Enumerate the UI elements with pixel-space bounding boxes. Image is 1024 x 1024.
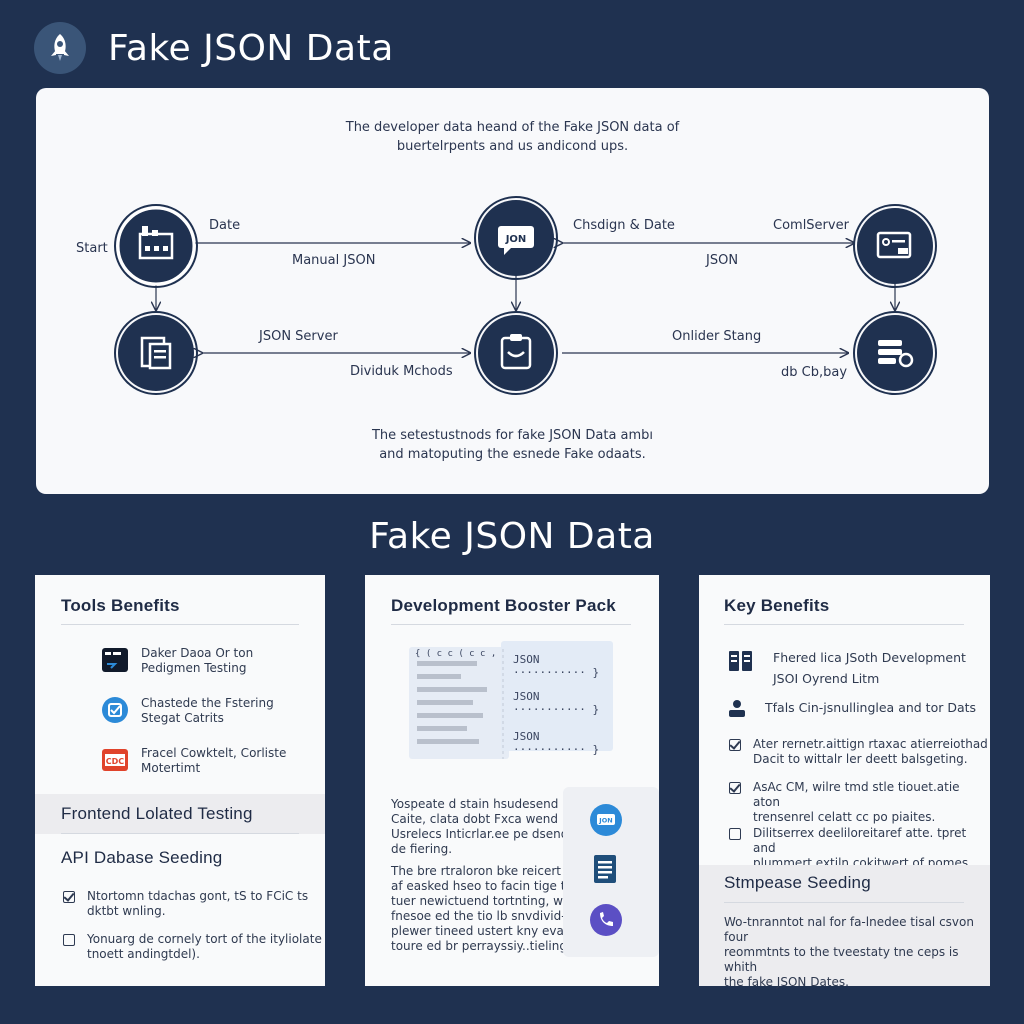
tool-line: Stegat Catrits: [141, 711, 224, 725]
factory-icon: [114, 204, 198, 288]
section-title: Fake JSON Data: [369, 516, 655, 557]
label-json: JSON: [706, 253, 739, 268]
divider: [724, 902, 964, 903]
document-stack-icon: [114, 311, 198, 395]
svg-text:JON: JON: [505, 234, 527, 245]
label-start: Start: [76, 241, 108, 256]
servers-icon: [727, 647, 755, 675]
clipboard-icon: [474, 311, 558, 395]
checkbox[interactable]: [729, 828, 741, 840]
checkbox[interactable]: [63, 934, 75, 946]
divider: [724, 624, 964, 625]
svg-text:CDC: CDC: [106, 757, 125, 766]
label-chsdign-date: Chsdign & Date: [573, 218, 675, 233]
document-icon[interactable]: [589, 853, 623, 887]
check-item[interactable]: Yonuarg de cornely tort of the ityliolat…: [63, 932, 322, 962]
app-title: Fake JSON Data: [108, 27, 394, 69]
development-booster-card: Development Booster Pack { ( c c ( c c ,…: [365, 575, 659, 986]
band-title: Frontend Lolated Testing: [61, 804, 253, 823]
json-chat-icon[interactable]: JON: [589, 803, 623, 837]
check-item[interactable]: Ater rernetr.aittign rtaxac atierreiotha…: [729, 737, 988, 767]
benefit-item[interactable]: Fhered lica JSoth Development JSOI Oyren…: [727, 647, 966, 689]
json-row: JSON ··········· }: [513, 730, 600, 756]
divider: [61, 624, 299, 625]
tool-line: Pedigmen Testing: [141, 661, 247, 675]
divider: [61, 833, 299, 834]
json-row: JSON ··········· }: [513, 690, 600, 716]
checkbox[interactable]: [729, 782, 741, 794]
svg-text:JON: JON: [598, 817, 612, 825]
benefit-item[interactable]: Tfals Cin-jsnullinglea and tor Dats: [727, 698, 976, 718]
tool-line: Fracel Cowktelt, Corliste: [141, 746, 287, 760]
highlight-band: [35, 794, 325, 834]
description-paragraph: Yospeate d stain hsudesend Caite, clata …: [391, 797, 573, 856]
divider: [391, 624, 631, 625]
highlight-band: [699, 865, 990, 986]
tool-line: Chastede the Fstering: [141, 696, 274, 710]
phone-icon[interactable]: [589, 903, 623, 937]
database-gear-icon: [853, 311, 937, 395]
label-dividuk-mchods: Dividuk Mchods: [350, 364, 453, 379]
tool-line: Motertimt: [141, 761, 201, 775]
check-item[interactable]: AsAc CM, wilre tmd stle tiouet.atie aton…: [729, 780, 990, 825]
tool-item[interactable]: Daker Daoa Or ton Pedigmen Testing: [101, 646, 253, 676]
check-item[interactable]: Ntortomn tdachas gont, tS to FCiC ts dkt…: [63, 889, 308, 919]
tools-benefits-card: Tools Benefits Daker Daoa Or ton Pedigme…: [35, 575, 325, 986]
flow-diagram: JON: [114, 196, 937, 395]
label-date: Date: [209, 218, 241, 233]
label-db-cbay: db Cb,bay: [781, 365, 848, 380]
code-icon: CDC: [101, 746, 129, 774]
checkbox[interactable]: [63, 891, 75, 903]
key-benefits-card: Key Benefits Fhered lica JSoth Developme…: [699, 575, 990, 989]
rocket-icon: [34, 22, 86, 74]
flow-intro-text: The developer data heand of the Fake JSO…: [345, 120, 680, 154]
checkbox[interactable]: [729, 739, 741, 751]
side-icon-panel: JON: [563, 787, 659, 957]
terminal-icon: [101, 646, 129, 674]
flow-outro-text: The setestustnods for fake JSON Data amb…: [371, 428, 654, 462]
description-paragraph: The bre rtraloron bke reicert thit af ea…: [391, 864, 595, 953]
user-icon: [727, 698, 747, 718]
label-comlserver: ComlServer: [773, 218, 849, 233]
tool-item[interactable]: CDC Fracel Cowktelt, Corliste Motertimt: [101, 746, 286, 776]
band-title: Stmpease Seeding: [724, 873, 871, 892]
check-circle-icon: [101, 696, 129, 724]
flow-diagram-panel: The developer data heand of the Fake JSO…: [36, 88, 989, 494]
card-title: Tools Benefits: [61, 596, 180, 615]
sub-title: API Dabase Seeding: [61, 848, 223, 867]
card-title: Development Booster Pack: [391, 596, 616, 615]
label-json-server: JSON Server: [259, 329, 338, 344]
json-preview: { ( c c ( c c , JSON ··········· } JSON …: [409, 641, 613, 761]
label-onlider-stang: Onlider Stang: [672, 329, 762, 344]
json-bubble-icon: JON: [474, 196, 558, 280]
label-manual-json: Manual JSON: [292, 253, 376, 268]
card-title: Key Benefits: [724, 596, 830, 615]
tool-item[interactable]: Chastede the Fstering Stegat Catrits: [101, 696, 274, 726]
tool-line: Daker Daoa Or ton: [141, 646, 254, 660]
app-header: Fake JSON Data: [34, 22, 394, 74]
json-header: { ( c c ( c c ,: [415, 649, 497, 659]
server-card-icon: [853, 204, 937, 288]
json-row: JSON ··········· }: [513, 653, 600, 679]
band-paragraph: Wo-tnranntot nal for fa-lnedee tisal csv…: [724, 915, 974, 989]
